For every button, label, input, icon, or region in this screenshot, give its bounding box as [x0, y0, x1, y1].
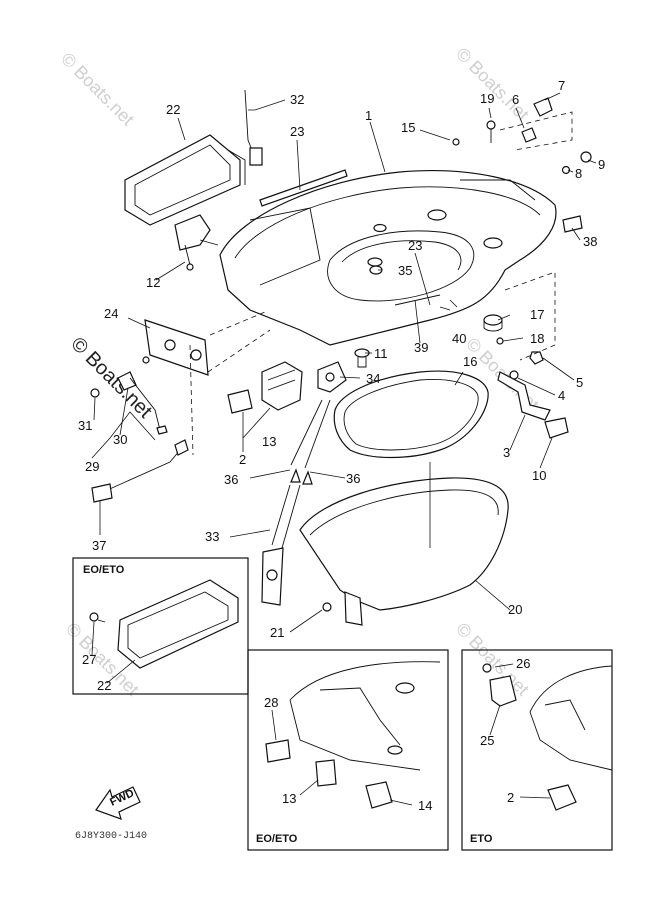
- callout-17: 17: [530, 307, 544, 322]
- part-24-plate: [144, 319, 209, 376]
- part-36-rods: [290, 399, 331, 485]
- callout-16: 16: [463, 354, 477, 369]
- part-8-washer: [561, 165, 571, 175]
- part-34-clamp: [317, 361, 347, 393]
- callout-1: 1: [365, 108, 372, 123]
- part-22-cover: [124, 134, 246, 226]
- callout-12: 12: [146, 275, 160, 290]
- callout-40: 40: [452, 331, 466, 346]
- inset-label-eo-eto-top: EO/ETO: [83, 564, 125, 576]
- callout-4: 4: [558, 388, 565, 403]
- callout-9: 9: [598, 157, 605, 172]
- dashed-guide-right-mid: [504, 271, 556, 361]
- callout-29: 29: [85, 459, 99, 474]
- part-19-bolt: [486, 120, 496, 143]
- callout-8: 8: [575, 166, 582, 181]
- dashed-guide-right: [499, 111, 573, 151]
- callout-3: 3: [503, 445, 510, 460]
- callout-2: 2: [239, 452, 246, 467]
- callout-36-right: 36: [346, 471, 360, 486]
- inset-eo-eto-cover: EO/ETO 27 22: [72, 557, 249, 695]
- callout-23-top: 23: [290, 124, 304, 139]
- callout-34: 34: [366, 371, 380, 386]
- part-1-bottom-cowling: [219, 170, 557, 346]
- part-15-screw: [452, 138, 460, 146]
- callout-33: 33: [205, 529, 219, 544]
- part-9-grommet: [580, 151, 592, 163]
- part-18-washer: [496, 337, 504, 345]
- leader-lines: [91, 92, 597, 633]
- inset3-callout-26: 26: [516, 656, 530, 671]
- inset-label-eo-eto-bottom: EO/ETO: [256, 833, 298, 845]
- inset2-callout-13: 13: [282, 791, 296, 806]
- callout-30: 30: [113, 432, 127, 447]
- part-6-grommet: [521, 127, 537, 143]
- inset-label-eto: ETO: [470, 833, 493, 845]
- fwd-arrow-icon: FWD: [95, 786, 141, 820]
- callout-13: 13: [262, 434, 276, 449]
- part-33-lever: [261, 484, 301, 606]
- inset-eto: ETO 26 25 2: [461, 649, 613, 851]
- callout-31: 31: [78, 418, 92, 433]
- part-16-seal: [333, 370, 489, 459]
- callout-7: 7: [558, 78, 565, 93]
- inset2-callout-14: 14: [418, 798, 432, 813]
- part-12-bracket: [174, 214, 219, 271]
- callout-18: 18: [530, 331, 544, 346]
- part-21-screw: [322, 602, 332, 612]
- part-10-cap: [544, 417, 569, 439]
- watermark-top-left: © Boats.net: [57, 49, 138, 130]
- part-32-cable: [244, 89, 263, 166]
- callout-37: 37: [92, 538, 106, 553]
- part-29-hose-assembly: [90, 356, 168, 435]
- part-2-cap: [227, 389, 253, 414]
- callout-23-inner: 23: [408, 238, 422, 253]
- callout-19: 19: [480, 91, 494, 106]
- callout-32: 32: [290, 92, 304, 107]
- inset3-callout-2: 2: [507, 790, 514, 805]
- inset3-callout-25: 25: [480, 733, 494, 748]
- inset2-callout-28: 28: [264, 695, 278, 710]
- part-38-label: [562, 215, 583, 233]
- callout-36-left: 36: [224, 472, 238, 487]
- callout-24: 24: [104, 306, 118, 321]
- part-13-block: [261, 361, 303, 411]
- part-20-lower-pan: [299, 477, 509, 626]
- callout-22: 22: [166, 102, 180, 117]
- callout-numbers: 1 2 3 4 5 6 7 8 9 10 11 12 13 15 16 17 1…: [78, 78, 605, 640]
- watermark-top-right: © Boats.net: [452, 44, 533, 125]
- dashed-guide-hose: [189, 344, 194, 456]
- callout-20: 20: [508, 602, 522, 617]
- callout-21: 21: [270, 625, 284, 640]
- callout-39: 39: [414, 340, 428, 355]
- callout-5: 5: [576, 375, 583, 390]
- part-23-strip: [259, 169, 348, 207]
- inset-eo-eto-bottom: EO/ETO 28 13 14: [247, 649, 449, 851]
- watermark-middle-left: © Boats.net: [66, 333, 156, 423]
- part-17-plug: [483, 314, 503, 332]
- callout-11: 11: [374, 346, 388, 361]
- callout-38: 38: [583, 234, 597, 249]
- drawing-code: 6J8Y300-J140: [75, 831, 147, 842]
- part-7-clip: [533, 97, 553, 117]
- part-11-fitting: [354, 348, 370, 368]
- dashed-guide-left: [207, 311, 271, 373]
- inset1-callout-27: 27: [82, 652, 96, 667]
- callout-35: 35: [398, 263, 412, 278]
- part-3-bracket: [497, 371, 551, 421]
- callout-15: 15: [401, 120, 415, 135]
- part-37-hose: [91, 439, 189, 503]
- callout-10: 10: [532, 468, 546, 483]
- inset1-callout-22: 22: [97, 678, 111, 693]
- callout-6: 6: [512, 92, 519, 107]
- part-5-nut: [529, 351, 544, 365]
